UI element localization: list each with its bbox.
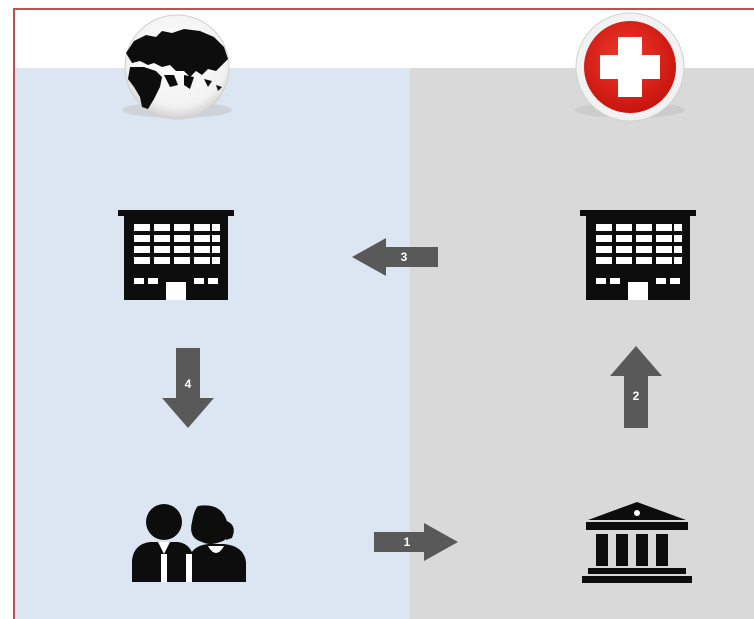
people-icon xyxy=(128,502,250,584)
office-building-icon xyxy=(118,210,234,302)
right-panel xyxy=(410,68,754,619)
arrow-1-right: 1 xyxy=(374,523,460,561)
arrow-1-label: 1 xyxy=(404,535,411,549)
office-building-icon xyxy=(580,210,696,302)
arrow-2-up: 2 xyxy=(610,346,662,428)
arrow-4-down: 4 xyxy=(162,348,214,428)
bank-icon xyxy=(582,500,692,584)
arrow-3-label: 3 xyxy=(401,250,408,264)
arrow-3-left: 3 xyxy=(352,238,438,276)
globe-icon xyxy=(104,14,250,121)
swiss-cross-icon xyxy=(558,12,702,122)
arrow-4-label: 4 xyxy=(185,377,192,391)
arrow-2-label: 2 xyxy=(633,389,640,403)
